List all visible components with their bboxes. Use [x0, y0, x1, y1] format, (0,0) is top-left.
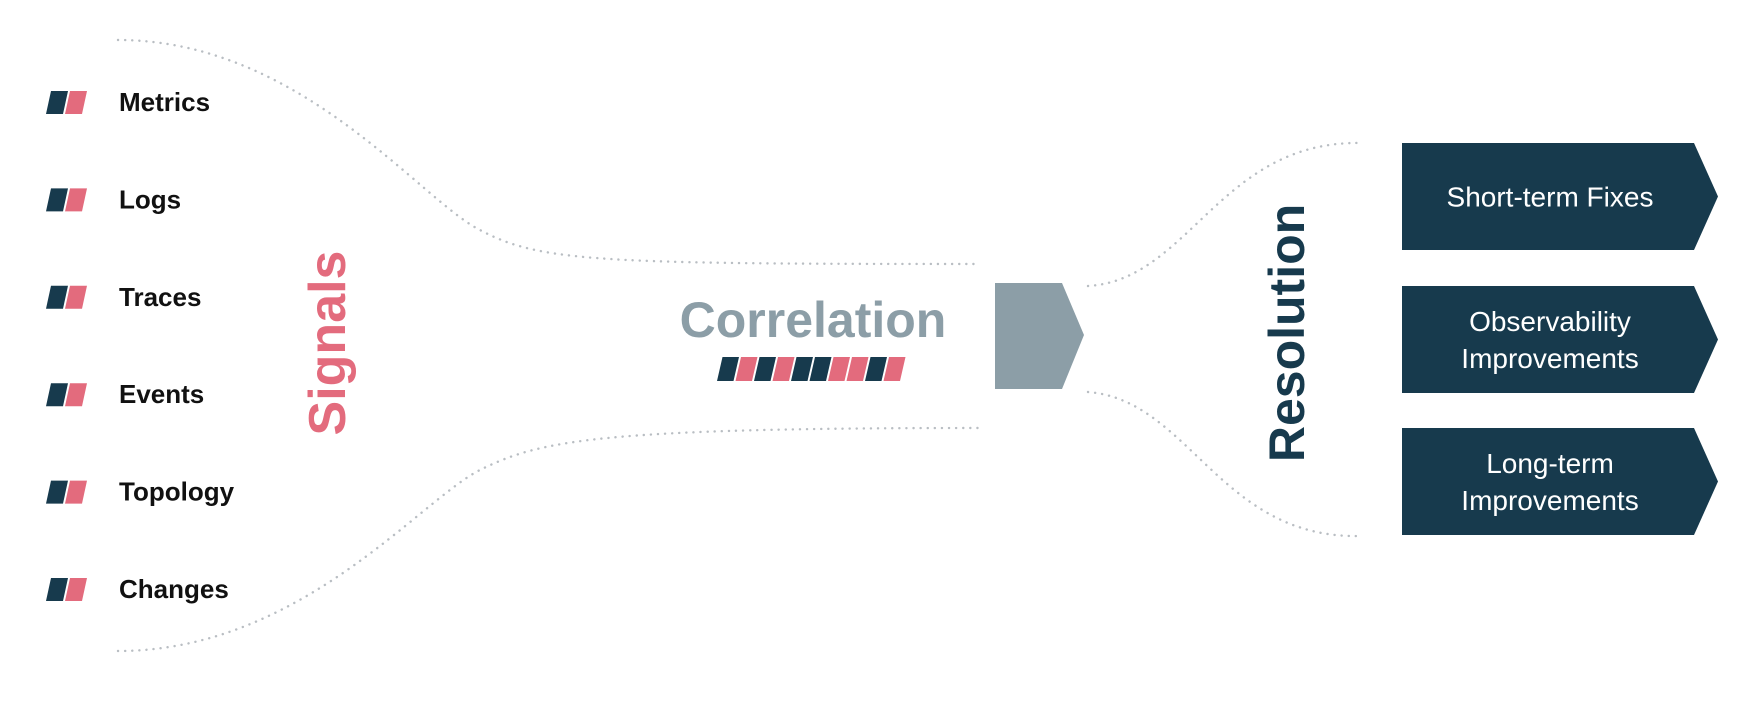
- signals-funnel-top-curve: [116, 38, 982, 266]
- icon-stripe-navy: [46, 578, 68, 601]
- resolution-funnel-bottom-curve: [1086, 390, 1364, 538]
- icon-stripe-pink: [65, 383, 87, 407]
- funnel-outline: [116, 38, 1364, 653]
- signal-item: Traces: [46, 282, 201, 312]
- resolution-outcomes: Short-term FixesObservabilityImprovement…: [1402, 143, 1718, 535]
- signal-item: Logs: [46, 184, 181, 214]
- signals-title: Signals: [299, 251, 357, 436]
- outcome-box: Short-term Fixes: [1402, 143, 1718, 250]
- signal-label: Topology: [119, 477, 235, 507]
- correlation-stripe: [865, 357, 887, 381]
- signal-item: Metrics: [46, 87, 210, 117]
- icon-stripe-navy: [46, 285, 68, 309]
- icon-stripe-navy: [46, 383, 68, 407]
- signal-item: Topology: [46, 477, 235, 507]
- outcome-label-line: Long-term: [1486, 448, 1614, 479]
- signal-label: Traces: [119, 282, 201, 312]
- correlation-arrow-icon: [995, 283, 1084, 389]
- correlation-stripe: [828, 357, 850, 381]
- icon-stripe-pink: [65, 285, 87, 309]
- correlation-stripe: [846, 357, 869, 381]
- correlation-title: Correlation: [680, 292, 947, 348]
- signal-stripe-icon: [46, 578, 87, 601]
- signal-label: Events: [119, 379, 204, 409]
- outcome-box-shape: [1402, 286, 1718, 393]
- correlation-stripe: [883, 357, 906, 381]
- icon-stripe-pink: [65, 578, 87, 601]
- icon-stripe-pink: [65, 91, 87, 114]
- icon-stripe-pink: [65, 480, 87, 504]
- signal-stripe-icon: [46, 188, 87, 212]
- correlation-stripe: [809, 357, 832, 381]
- correlation-stripe: [772, 357, 795, 381]
- signal-stripe-icon: [46, 480, 87, 504]
- outcome-label-line: Observability: [1469, 306, 1631, 337]
- icon-stripe-pink: [65, 188, 87, 212]
- icon-stripe-navy: [46, 188, 68, 212]
- signals-funnel-bottom-curve: [116, 426, 982, 653]
- signal-label: Changes: [119, 574, 229, 604]
- icon-stripe-navy: [46, 91, 68, 114]
- signal-item: Events: [46, 379, 204, 409]
- icon-stripe-navy: [46, 480, 68, 504]
- correlation-stripe: [791, 357, 813, 381]
- outcome-label-line: Improvements: [1461, 485, 1638, 516]
- outcome-label-line: Improvements: [1461, 343, 1638, 374]
- resolution-funnel-top-curve: [1086, 141, 1364, 288]
- resolution-title: Resolution: [1259, 204, 1315, 462]
- signal-item: Changes: [46, 574, 229, 604]
- outcome-label-line: Short-term Fixes: [1447, 182, 1654, 213]
- correlation-stripe-bar: [717, 357, 906, 381]
- signal-stripe-icon: [46, 285, 87, 309]
- outcome-box-shape: [1402, 428, 1718, 535]
- correlation-stripe: [735, 357, 758, 381]
- signal-label: Logs: [119, 184, 181, 214]
- signal-stripe-icon: [46, 383, 87, 407]
- correlation-stripe: [754, 357, 776, 381]
- correlation-stripe: [717, 357, 739, 381]
- signal-label: Metrics: [119, 87, 210, 117]
- outcome-box-shape: [1402, 143, 1718, 250]
- signal-stripe-icon: [46, 91, 87, 114]
